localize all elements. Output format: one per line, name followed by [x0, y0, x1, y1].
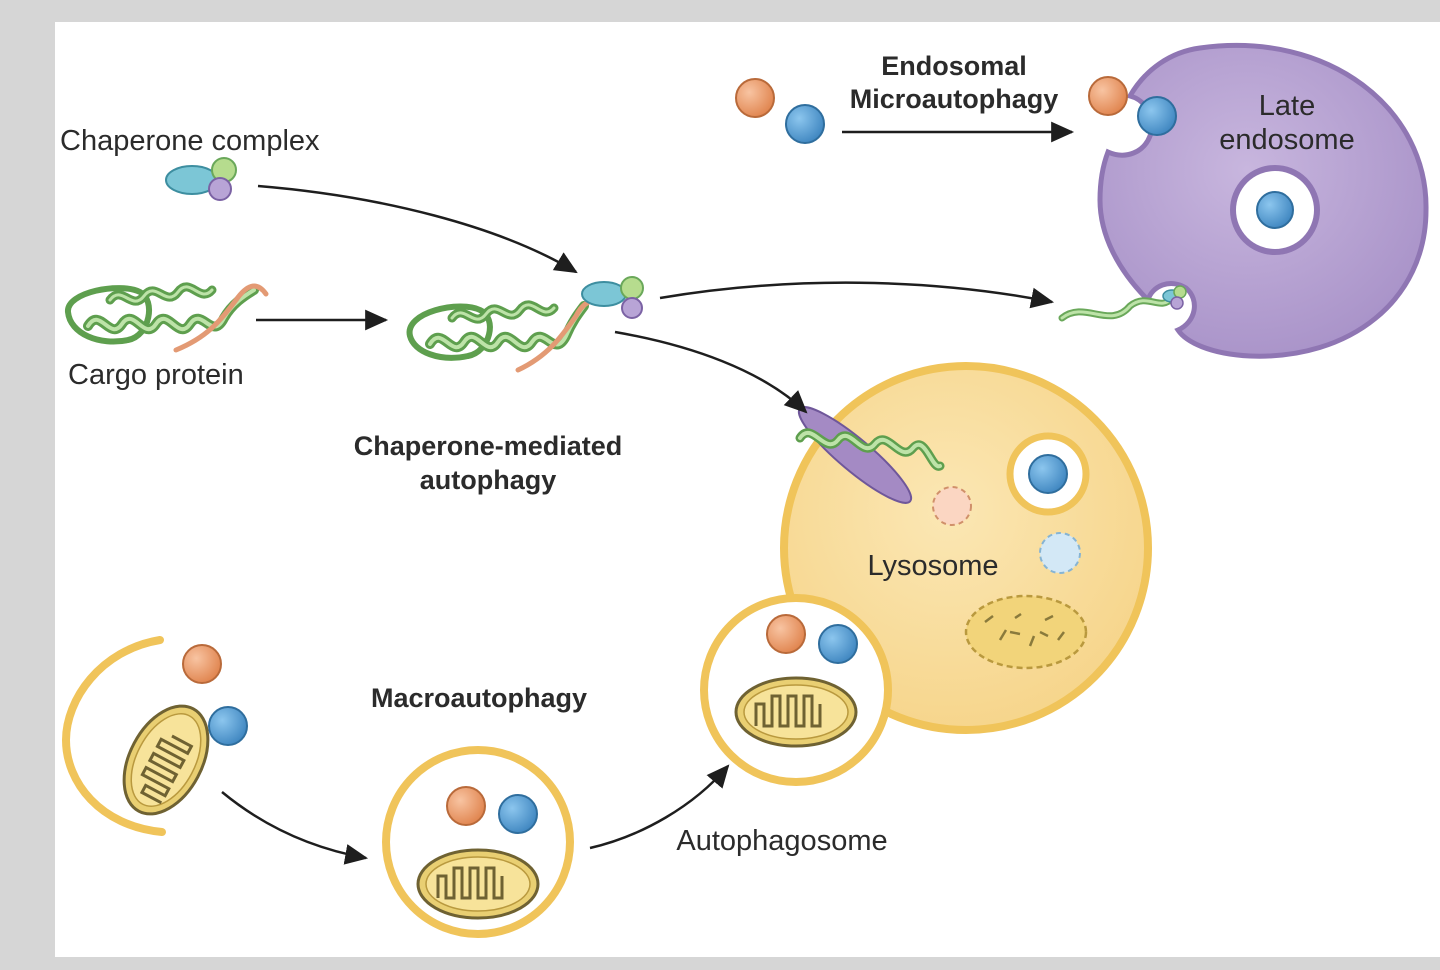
cargo-protein-icon [65, 282, 269, 353]
orange-cargo-icon [766, 614, 806, 654]
label-late-endosome-line2: endosome [1219, 124, 1354, 156]
label-cma-line1: Chaperone-mediated [354, 431, 623, 461]
blue-cargo-icon [1256, 191, 1294, 229]
endosome-docked-protein [1058, 285, 1187, 322]
label-lysosome: Lysosome [867, 550, 998, 582]
lamp-receptor-complex [795, 406, 945, 504]
label-late-endosome-line1: Late [1259, 90, 1315, 122]
to-lysosome-arrow [614, 330, 808, 414]
blue-cargo-icon [498, 794, 538, 834]
label-autophagosome: Autophagosome [676, 825, 887, 857]
blue-cargo-icon [785, 104, 825, 144]
blue-cargo-icon [208, 706, 248, 746]
label-endosomal-line2: Microautophagy [850, 84, 1059, 114]
autophagosome-fusion-arrow [589, 764, 730, 850]
orange-cargo-icon [735, 78, 775, 118]
label-cma-line2: autophagy [420, 465, 557, 495]
degrading-mitochondrion-icon [964, 594, 1088, 670]
degrading-orange-cargo-icon [932, 486, 972, 526]
label-macroautophagy: Macroautophagy [371, 683, 587, 713]
blue-cargo-icon [1028, 454, 1068, 494]
autophagosome-fusing [700, 594, 892, 786]
phagophore [61, 636, 248, 836]
phagophore-closure-arrow [221, 791, 369, 865]
mitochondrion-icon [734, 676, 858, 748]
orange-cargo-icon [182, 644, 222, 684]
mitochondrion-icon [416, 848, 540, 920]
cargo-chaperone-complex-icon [406, 276, 644, 373]
chaperone-binding-arrow [257, 184, 578, 274]
orange-cargo-icon [1088, 76, 1128, 116]
chaperone-complex-icon [165, 157, 237, 201]
label-chaperone-complex: Chaperone complex [60, 125, 320, 157]
mitochondrion-icon [122, 704, 210, 816]
label-cargo-protein: Cargo protein [68, 359, 244, 391]
blue-cargo-icon [1137, 96, 1177, 136]
label-endosomal-line1: Endosomal [881, 51, 1027, 81]
late-endosome [1058, 42, 1429, 359]
blue-cargo-icon [818, 624, 858, 664]
orange-cargo-icon [446, 786, 486, 826]
autophagosome-early [382, 746, 574, 938]
to-endosome-arrow [659, 281, 1055, 309]
degrading-blue-cargo-icon [1039, 532, 1081, 574]
